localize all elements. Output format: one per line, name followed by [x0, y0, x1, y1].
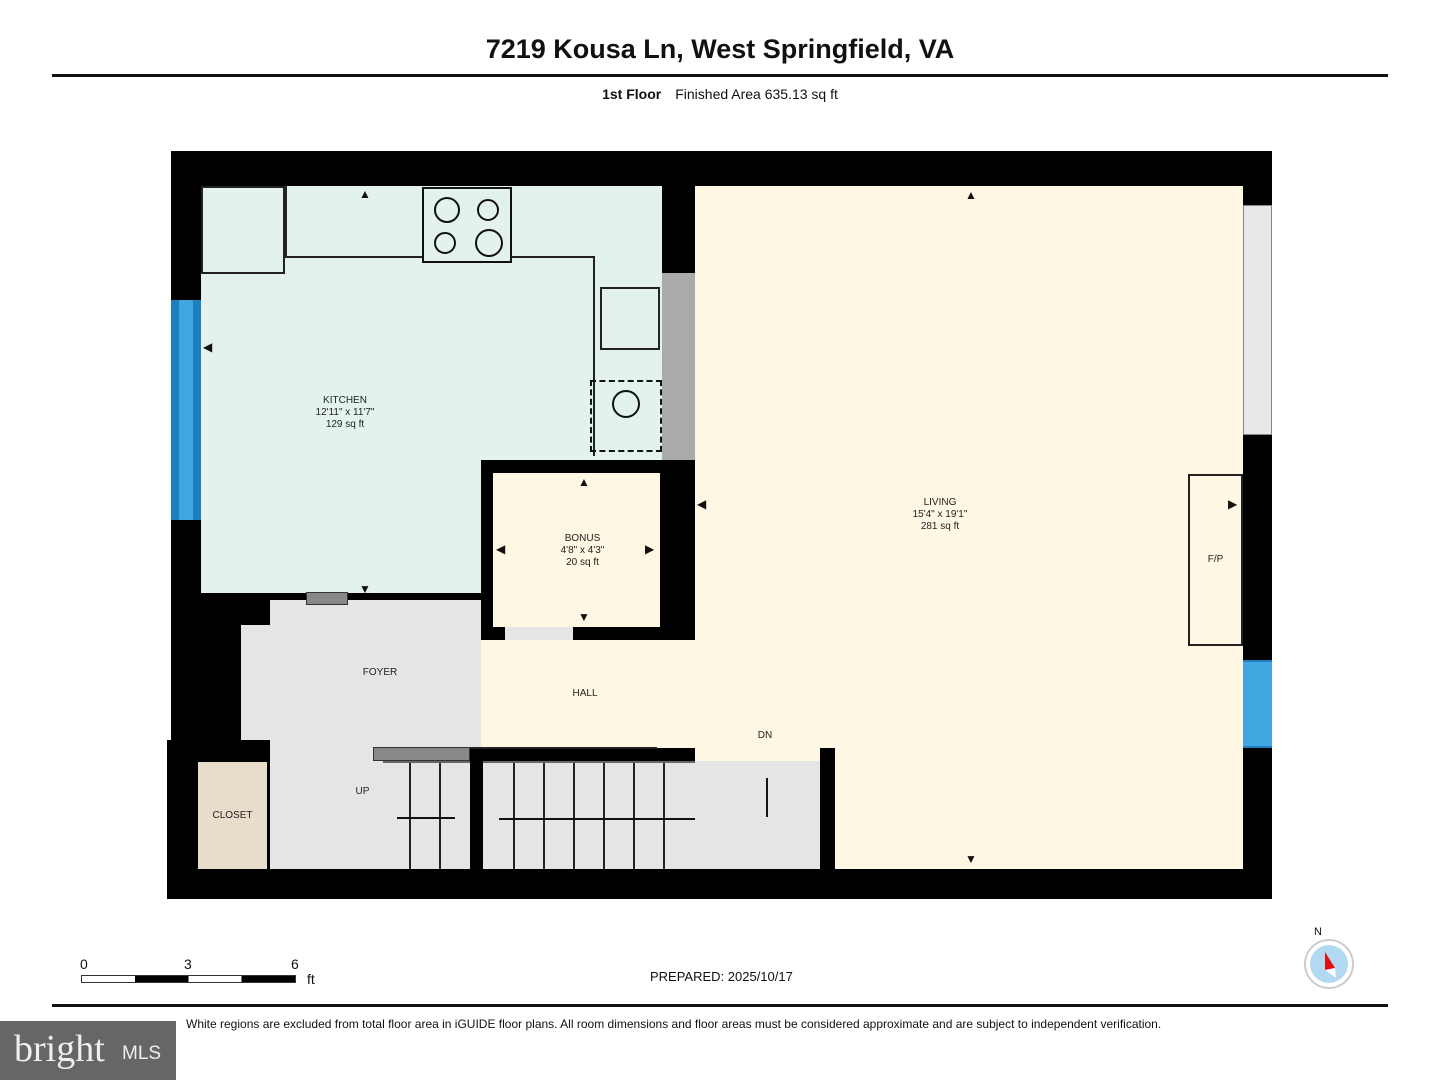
brand-suffix: MLS: [122, 1043, 162, 1064]
wall-stub: [306, 592, 348, 605]
brand-logo: bright MLS: [0, 1021, 176, 1080]
up-label: UP: [355, 786, 370, 797]
scale-tick: 6: [291, 956, 299, 972]
arrow-icon: ▲: [359, 187, 371, 201]
room-area: 129 sq ft: [325, 419, 365, 430]
arrow-icon: ▶: [1228, 497, 1238, 511]
entry-door: [241, 625, 270, 740]
fridge: [201, 186, 285, 274]
room-name: LIVING: [923, 497, 957, 508]
sliding-door: [1243, 205, 1272, 435]
disclaimer: White regions are excluded from total fl…: [186, 1017, 1162, 1031]
fireplace-label: F/P: [1207, 554, 1224, 565]
room-dims: 12'11" x 11'7": [315, 407, 375, 418]
room-dims: 15'4" x 19'1": [912, 509, 968, 520]
arrow-icon: ▲: [578, 475, 590, 489]
room-dims: 4'8" x 4'3": [560, 545, 605, 556]
wall-stub: [373, 747, 470, 761]
stairs-down[interactable]: [483, 761, 767, 869]
stove: [422, 187, 512, 263]
compass-n: N: [1314, 926, 1322, 938]
compass-icon: N: [1302, 926, 1356, 990]
arrow-icon: ▼: [965, 852, 977, 866]
divider: [52, 74, 1388, 77]
stair-wall: [820, 748, 835, 869]
hall-label: HALL: [572, 688, 598, 699]
interior-wall: [662, 186, 695, 273]
arrow-icon: ▼: [359, 582, 371, 596]
dn-label: DN: [757, 730, 773, 741]
bonus-door: [505, 627, 573, 640]
arrow-icon: ◀: [697, 497, 707, 511]
hall-room: [481, 640, 695, 748]
bonus-label: BONUS 4'8" x 4'3" 20 sq ft: [540, 533, 625, 569]
scale-tick: 0: [80, 956, 88, 972]
finished-area: Finished Area 635.13 sq ft: [675, 86, 838, 102]
floor-label: 1st Floor: [602, 86, 662, 102]
stair-wall: [470, 748, 483, 869]
washer-dryer: [590, 380, 662, 452]
stair-rail: [470, 747, 657, 749]
room-area: 20 sq ft: [566, 557, 599, 568]
arrow-icon: ▶: [645, 542, 655, 556]
scale-graphic: [81, 975, 296, 983]
window: [171, 300, 201, 520]
closet-room: [198, 762, 267, 869]
kitchen-label: KITCHEN 12'11" x 11'7" 129 sq ft: [300, 395, 390, 431]
stair-landing: [695, 761, 820, 869]
stair-arrow: [766, 778, 768, 817]
arrow-icon: ◀: [496, 542, 506, 556]
room-area: 281 sq ft: [920, 521, 960, 532]
partition: [662, 273, 695, 460]
counter-edge: [593, 256, 595, 456]
prepared-date: PREPARED: 2025/10/17: [650, 969, 793, 984]
room-name: KITCHEN: [323, 395, 367, 406]
window: [1243, 660, 1272, 748]
scale-tick: 3: [184, 956, 192, 972]
closet-label: CLOSET: [212, 810, 253, 821]
brand-name: bright: [14, 1028, 105, 1070]
arrow-icon: ▲: [965, 188, 977, 202]
page-title: 7219 Kousa Ln, West Springfield, VA: [485, 34, 955, 64]
bonus-room: [493, 473, 660, 627]
arrow-icon: ◀: [203, 340, 213, 354]
counter-edge: [285, 186, 287, 258]
arrow-icon: ▼: [578, 610, 590, 624]
fireplace: F/P: [1188, 474, 1243, 646]
living-room: [695, 186, 1243, 869]
foyer-label: FOYER: [362, 667, 398, 678]
stairs-up[interactable]: [383, 761, 470, 869]
sink: [600, 287, 660, 350]
floor-info: 1st Floor Finished Area 635.13 sq ft: [0, 86, 1440, 102]
scale-unit: ft: [307, 971, 315, 987]
room-name: BONUS: [564, 533, 601, 544]
divider: [52, 1004, 1388, 1007]
living-label: LIVING 15'4" x 19'1" 281 sq ft: [890, 497, 990, 533]
